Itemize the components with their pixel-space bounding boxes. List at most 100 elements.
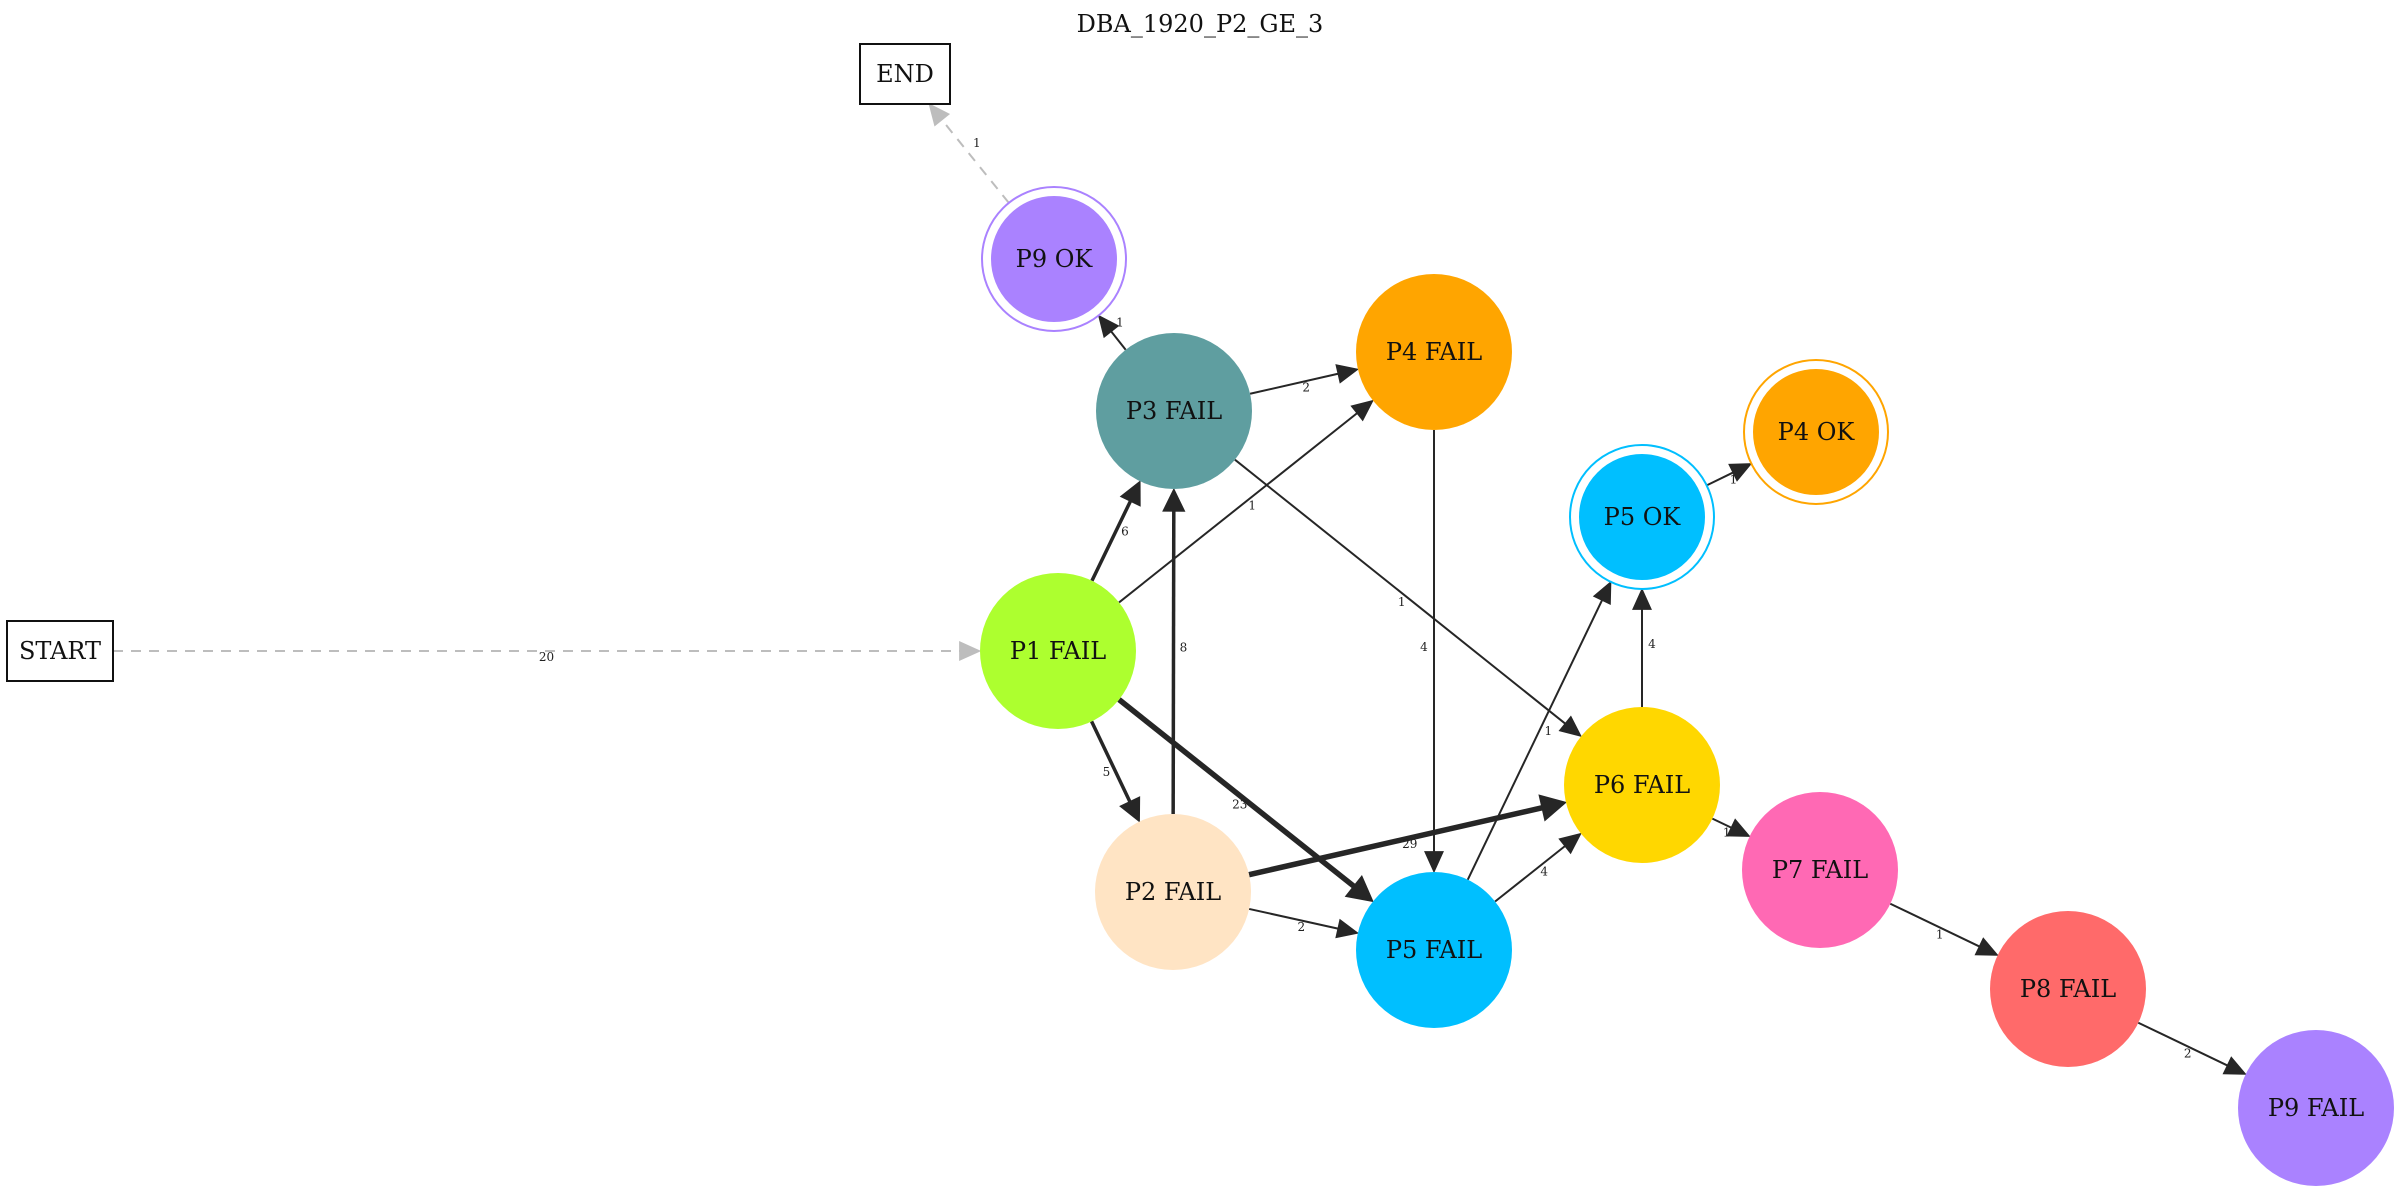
edge-count-label: 1 xyxy=(1398,595,1406,609)
edge-p1-fail-to-p4-fail: 1 xyxy=(1118,399,1374,604)
edge-p2-fail-to-p3-fail: 8 xyxy=(1162,487,1188,815)
arrowhead-icon xyxy=(1558,715,1583,738)
node-p8-fail: P8 FAIL xyxy=(1990,911,2146,1067)
node-outer-ring xyxy=(1743,359,1889,505)
node-circle xyxy=(1564,707,1720,863)
edge-count-label: 29 xyxy=(1402,837,1417,851)
edge-count-label: 5 xyxy=(1103,765,1111,779)
arrowhead-icon xyxy=(1335,918,1360,939)
node-p2-fail: P2 FAIL xyxy=(1095,814,1251,970)
node-circle xyxy=(1096,333,1252,489)
edge-line xyxy=(1110,330,1127,351)
edge-p8-fail-to-p9-fail: 2 xyxy=(2137,1021,2247,1075)
edge-line xyxy=(1248,907,1339,930)
edge-p3-fail-to-p9-ok: 1 xyxy=(1097,314,1127,351)
edge-count-label: 1 xyxy=(1248,498,1256,512)
edge-p3-fail-to-p4-fail: 2 xyxy=(1249,364,1360,395)
edge-count-label: 2 xyxy=(1302,380,1310,394)
edge-p4-fail-to-p5-fail: 4 xyxy=(1420,430,1444,874)
node-label: P8 FAIL xyxy=(2020,975,2116,1003)
arrowhead-icon xyxy=(1974,937,1999,956)
edge-count-label: 8 xyxy=(1180,641,1188,655)
node-box xyxy=(6,620,114,682)
edge-count-label: 6 xyxy=(1121,524,1129,538)
graph-title: DBA_1920_P2_GE_3 xyxy=(1077,10,1324,38)
edge-line xyxy=(1706,471,1734,487)
arrowhead-icon xyxy=(1632,587,1652,610)
node-p5-ok: P5 OK xyxy=(1569,444,1715,590)
node-outer-ring xyxy=(1569,444,1715,590)
arrowhead-icon xyxy=(1728,463,1753,482)
edge-p1-fail-to-p5-fail: 23 xyxy=(1117,697,1374,903)
edge-count-label: 1 xyxy=(1544,724,1552,738)
edge-line xyxy=(1889,902,1980,948)
edge-p5-fail-to-p6-fail: 4 xyxy=(1494,832,1582,903)
edge-p6-fail-to-p7-fail: 1 xyxy=(1711,817,1751,840)
node-label: P4 OK xyxy=(1778,418,1856,446)
edge-line xyxy=(941,119,1010,204)
node-label: P5 OK xyxy=(1604,503,1682,531)
edge-count-label: 4 xyxy=(1540,864,1548,878)
node-p4-fail: P4 FAIL xyxy=(1356,274,1512,430)
edge-count-label: 1 xyxy=(1730,472,1738,486)
node-circle xyxy=(1356,274,1512,430)
edge-p5-ok-to-p4-ok: 1 xyxy=(1706,463,1753,487)
edge-p1-fail-to-p2-fail: 5 xyxy=(1090,720,1141,823)
node-label: P3 FAIL xyxy=(1126,397,1222,425)
edge-line xyxy=(1494,845,1566,903)
node-p3-fail: P3 FAIL xyxy=(1096,333,1252,489)
node-p7-fail: P7 FAIL xyxy=(1742,792,1898,948)
node-circle xyxy=(1577,452,1707,582)
edge-count-label: 23 xyxy=(1232,797,1247,811)
edge-p1-fail-to-p3-fail: 6 xyxy=(1090,480,1141,582)
edge-line xyxy=(1118,412,1358,604)
node-label: P4 FAIL xyxy=(1386,338,1482,366)
arrowhead-icon xyxy=(1726,818,1751,837)
arrowhead-icon xyxy=(1119,796,1141,823)
arrowhead-icon xyxy=(1592,580,1612,606)
edge-p9-ok-to-end: 1 xyxy=(928,103,1010,204)
node-label: P5 FAIL xyxy=(1386,936,1482,964)
node-label: P7 FAIL xyxy=(1772,856,1868,884)
edge-count-label: 1 xyxy=(1723,826,1731,840)
edge-line xyxy=(1234,458,1566,725)
arrowhead-icon xyxy=(1162,487,1186,512)
arrowhead-icon xyxy=(1344,874,1374,903)
arrowhead-icon xyxy=(2222,1056,2247,1075)
edge-count-label: 1 xyxy=(973,136,981,150)
edge-line xyxy=(1117,697,1356,889)
node-p5-fail: P5 FAIL xyxy=(1356,872,1512,1028)
edge-p7-fail-to-p8-fail: 1 xyxy=(1889,902,1999,956)
edge-line xyxy=(1248,805,1543,878)
node-label: P9 FAIL xyxy=(2268,1094,2364,1122)
edge-count-label: 20 xyxy=(539,650,554,664)
node-label: P6 FAIL xyxy=(1594,771,1690,799)
edge-line xyxy=(2137,1021,2228,1067)
edge-p2-fail-to-p6-fail: 29 xyxy=(1248,794,1567,878)
edge-count-label: 4 xyxy=(1648,637,1656,651)
arrowhead-icon xyxy=(1538,794,1567,822)
edge-count-label: 1 xyxy=(1116,315,1124,329)
node-outer-ring xyxy=(981,186,1127,332)
edge-count-label: 2 xyxy=(1298,920,1306,934)
node-circle xyxy=(2238,1030,2394,1186)
edge-start-to-p1-fail: 20 xyxy=(113,641,982,664)
node-label: P2 FAIL xyxy=(1125,878,1221,906)
arrowhead-icon xyxy=(1424,851,1444,874)
edge-line xyxy=(1090,720,1132,803)
node-circle xyxy=(980,573,1136,729)
edge-count-label: 4 xyxy=(1420,640,1428,654)
node-box xyxy=(859,43,951,105)
edge-count-label: 2 xyxy=(2184,1047,2192,1061)
edges-layer: 20 1 6 1 5 23 8 29 2 1 2 1 4 1 4 4 1 1 1 2 xyxy=(113,103,2247,1075)
node-start: START xyxy=(6,620,114,682)
node-circle xyxy=(989,194,1119,324)
edge-p3-fail-to-p6-fail: 1 xyxy=(1234,458,1583,738)
arrowhead-icon xyxy=(928,103,951,127)
arrowhead-icon xyxy=(959,641,982,661)
node-label: P9 OK xyxy=(1016,245,1094,273)
node-circle xyxy=(1742,792,1898,948)
node-circle xyxy=(1990,911,2146,1067)
arrowhead-icon xyxy=(1350,399,1374,422)
